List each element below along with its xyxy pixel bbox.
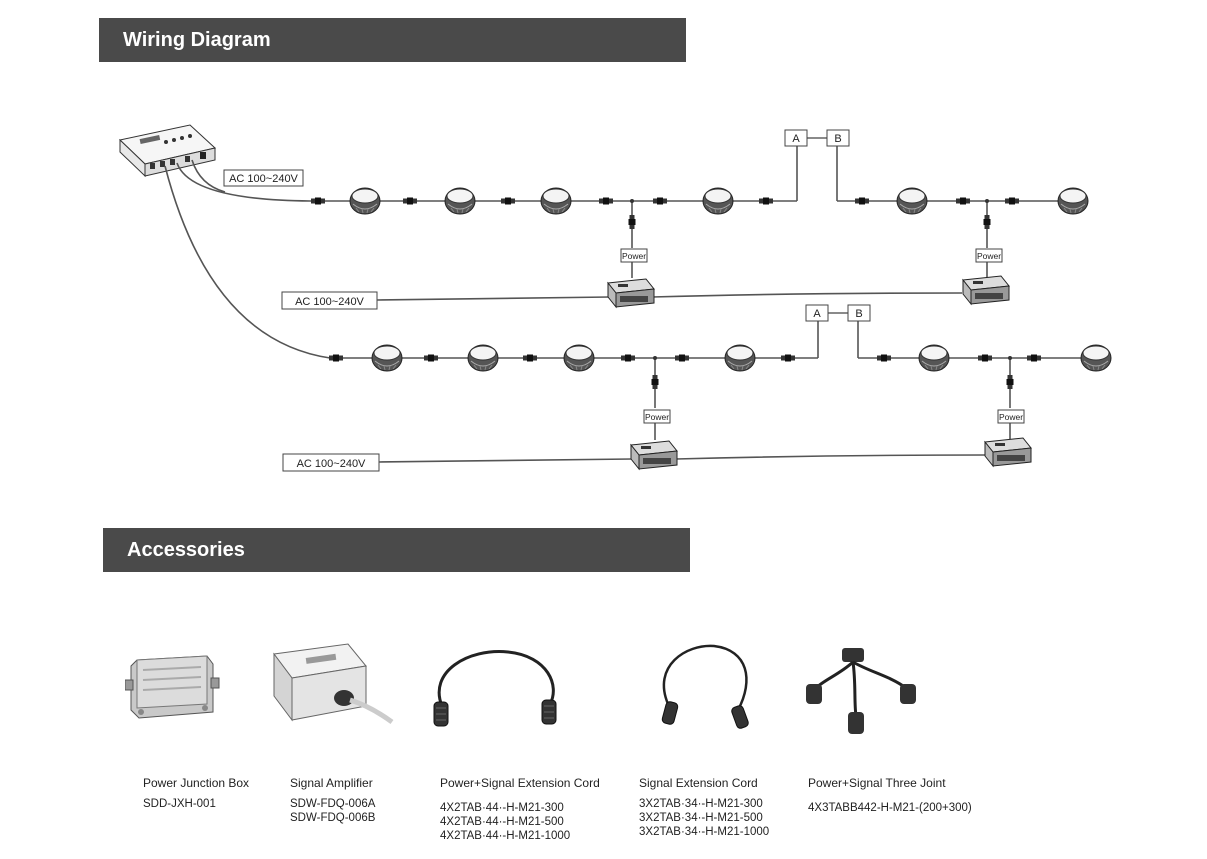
accessory-model: 3X2TAB·34·-H-M21-1000 <box>639 826 770 838</box>
accessory-name-2: Signal Amplifier <box>290 776 373 790</box>
signal-cable-1 <box>176 162 311 202</box>
accessory-model: 3X2TAB·34·-H-M21-300 <box>639 798 763 810</box>
accessory-models-5: 4X3TABB442-H-M21-(200+300) <box>808 801 972 815</box>
row1-power-label-b: Power <box>975 248 1003 263</box>
row1-link-ab: A B <box>784 129 850 147</box>
controller-box <box>118 124 217 178</box>
accessory-name-4: Signal Extension Cord <box>639 776 758 790</box>
wiring-diagram: AC 100~240V AC 100~240V AC 100~240V <box>118 124 1112 472</box>
row1-power-supply-b <box>962 275 1010 305</box>
ac-cable-top <box>191 159 226 193</box>
extension-cord-icon <box>433 650 557 727</box>
wiring-diagram-title: Wiring Diagram <box>123 29 271 51</box>
ac-label-1: AC 100~240V <box>223 169 304 187</box>
junction-box-icon <box>125 655 220 719</box>
signal-cable-2 <box>164 165 331 359</box>
svg-text:Power: Power <box>622 251 646 261</box>
accessory-name-5: Power+Signal Three Joint <box>808 776 946 790</box>
accessory-models-3: 4X2TAB·44·-H-M21-300 4X2TAB·44·-H-M21-50… <box>440 801 570 843</box>
row1-power-label-a: Power <box>620 248 648 263</box>
accessory-models-1: SDD-JXH-001 <box>143 797 216 811</box>
accessory-model: 4X3TABB442-H-M21-(200+300) <box>808 802 972 814</box>
accessory-model: SDW-FDQ-006B <box>290 812 376 824</box>
accessory-model: SDW-FDQ-006A <box>290 798 376 810</box>
wiring-diagram-header: Wiring Diagram <box>99 18 686 62</box>
svg-text:B: B <box>855 308 862 320</box>
accessory-model: 4X2TAB·44·-H-M21-1000 <box>440 830 571 842</box>
svg-text:A: A <box>813 308 821 320</box>
accessory-model: 4X2TAB·44·-H-M21-500 <box>440 816 564 828</box>
svg-text:Power: Power <box>999 412 1023 422</box>
three-joint-icon <box>806 648 916 734</box>
accessory-model: 4X2TAB·44·-H-M21-300 <box>440 802 564 814</box>
accessory-models-2: SDW-FDQ-006A SDW-FDQ-006B <box>290 797 375 825</box>
row2-power-supply-b <box>984 437 1032 467</box>
accessory-models-4: 3X2TAB·34·-H-M21-300 3X2TAB·34·-H-M21-50… <box>639 797 769 839</box>
svg-text:Power: Power <box>977 251 1001 261</box>
ac-label-2: AC 100~240V <box>281 291 378 310</box>
svg-text:AC 100~240V: AC 100~240V <box>295 296 364 308</box>
svg-text:AC 100~240V: AC 100~240V <box>229 173 298 185</box>
accessory-model: 3X2TAB·34·-H-M21-500 <box>639 812 763 824</box>
signal-cord-icon <box>661 644 749 729</box>
row1-power-supply-a <box>607 278 655 308</box>
signal-amplifier-icon <box>273 643 394 725</box>
row2-power-label-a: Power <box>643 409 671 424</box>
accessory-name-3: Power+Signal Extension Cord <box>440 776 600 790</box>
accessory-model: SDD-JXH-001 <box>143 798 216 810</box>
row2-power-label-b: Power <box>997 409 1025 424</box>
svg-text:Power: Power <box>645 412 669 422</box>
accessories-title: Accessories <box>127 539 245 561</box>
svg-text:B: B <box>834 133 841 145</box>
ac-label-3: AC 100~240V <box>282 453 380 472</box>
accessories-header: Accessories <box>103 528 690 572</box>
row2-power-supply-a <box>630 440 678 470</box>
accessory-name-1: Power Junction Box <box>143 776 250 790</box>
svg-text:AC 100~240V: AC 100~240V <box>297 458 366 470</box>
row2-link-ab: A B <box>805 304 871 322</box>
svg-text:A: A <box>792 133 800 145</box>
